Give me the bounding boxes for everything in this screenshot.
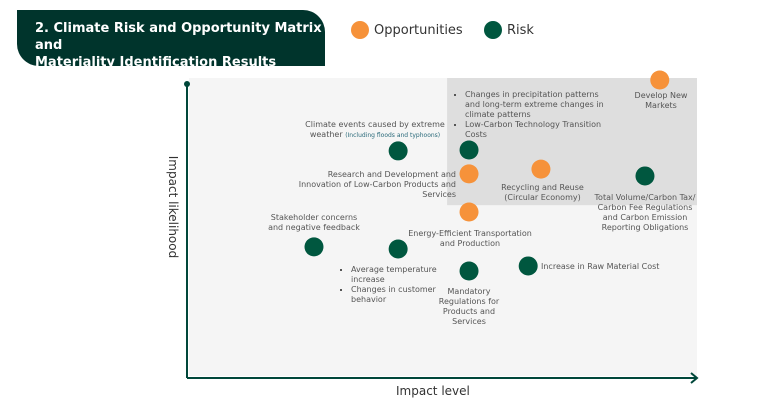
risk-point: [388, 239, 408, 259]
y-axis-label: Impact likelihood: [166, 155, 180, 259]
point-label: Total Volume/Carbon Tax/ Carbon Fee Regu…: [594, 193, 696, 232]
section-title: 2. Climate Risk and Opportunity Matrix a…: [17, 10, 325, 70]
legend-label: Risk: [507, 22, 534, 38]
point-label: Energy-Efficient Transportation and Prod…: [408, 229, 532, 248]
risk-point: [388, 141, 408, 161]
point-label: Average temperature increaseChanges in c…: [341, 265, 437, 305]
point-label: Develop New Markets: [634, 91, 688, 110]
risk-point: [459, 140, 479, 160]
point-label: Increase in Raw Material Cost: [541, 262, 660, 271]
point-label: Recycling and Reuse (Circular Economy): [501, 183, 584, 202]
risk-point: [635, 166, 655, 186]
highlight-region: [447, 78, 697, 206]
title-line-2: Materiality Identification Results: [35, 55, 277, 70]
legend-risk: Risk: [484, 21, 534, 39]
legend-opportunities: Opportunities: [351, 21, 463, 39]
opportunity-point: [650, 70, 670, 90]
risk-point: [459, 261, 479, 281]
point-label: Research and Development and Innovation …: [298, 170, 456, 199]
title-line-1: 2. Climate Risk and Opportunity Matrix a…: [35, 21, 322, 53]
point-label: Climate events caused by extreme weather…: [305, 120, 445, 139]
x-axis-label: Impact level: [396, 384, 470, 398]
risk-point: [304, 237, 324, 257]
opportunity-point: [459, 202, 479, 222]
opportunity-point: [531, 159, 551, 179]
legend-label: Opportunities: [374, 22, 463, 38]
x-axis-arrow-icon: [690, 372, 699, 384]
point-label: Changes in precipitation patterns and lo…: [455, 90, 605, 140]
risk-point: [518, 256, 538, 276]
y-axis-end-dot: [184, 81, 190, 87]
risk-swatch: [484, 21, 502, 39]
opportunity-swatch: [351, 21, 369, 39]
point-label: Mandatory Regulations for Products and S…: [438, 287, 500, 326]
point-label: Stakeholder concerns and negative feedba…: [268, 213, 360, 232]
opportunity-point: [459, 164, 479, 184]
